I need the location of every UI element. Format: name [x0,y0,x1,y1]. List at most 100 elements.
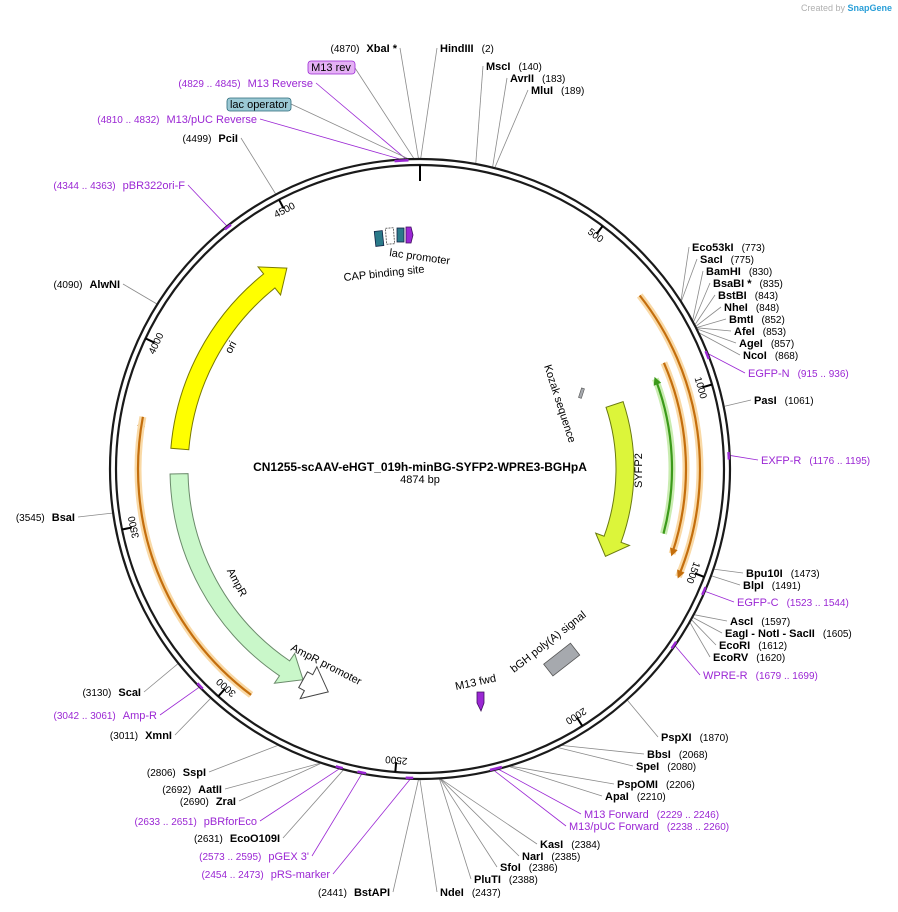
enzyme-label-spei: SpeI [636,761,659,773]
m13-fwd-label: M13 fwd [454,673,497,693]
kozak-label: Kozak sequence [541,363,578,444]
enzyme-label-nari: NarI [522,851,543,863]
primer-position-pbr322ori-f: (4344 .. 4363) [53,181,115,192]
leader-line [691,619,717,646]
tick-mark [217,688,226,698]
leader-line [494,89,529,168]
m13-rev-feature-arrow [405,226,414,244]
leader-line [174,698,211,736]
primer-binding-mark [224,223,232,231]
enzyme-position-bpu10i: (1473) [791,569,820,580]
enzyme-label-ecori: EcoRI [719,640,750,652]
enzyme-position-ncoi: (868) [775,351,798,362]
primer-position-amp-r: (3042 .. 3061) [54,711,116,722]
enzyme-position-nhei: (848) [756,303,779,314]
enzyme-label-asci: AscI [730,616,753,628]
leader-line [680,246,690,301]
tick-mark [595,225,604,235]
primer-position-egfp-n: (915 .. 936) [798,369,849,380]
ampr-label: AmpR [224,566,249,599]
leader-line [354,67,414,159]
enzyme-position-afei: (853) [763,327,786,338]
enzyme-label-pcii: PciI [218,133,238,145]
tick-label: 3500 [127,515,142,539]
enzyme-label-blpi: BlpI [743,580,764,592]
enzyme-position-pspxi: (1870) [700,733,729,744]
enzyme-position-apai: (2210) [637,792,666,803]
backbone-outer-strand [108,157,732,781]
tick-mark [702,383,713,389]
enzyme-label-pspomi: PspOMI [617,779,658,791]
leader-line [693,617,723,634]
enzyme-label-bbsi: BbsI [647,749,671,761]
ori-feature-arrow [170,266,288,451]
leader-line [259,768,339,822]
orf-arrowhead [677,569,685,579]
enzyme-label-pspxi: PspXI [661,732,692,744]
primer-label-prs-marker: pRS-marker [271,869,331,881]
leader-line [694,294,716,325]
lac-operator-box [396,227,405,243]
primer-position-wpre-r: (1679 .. 1699) [756,671,818,682]
primer-position-egfp-c: (1523 .. 1544) [787,598,849,609]
enzyme-position-blpi: (1491) [772,581,801,592]
tick-label: 2000 [563,705,588,726]
enzyme-label-ncoi: NcoI [743,350,767,362]
tick-mark [694,572,705,578]
enzyme-position-pspomi: (2206) [666,780,695,791]
m13-rev-label-box [307,60,356,75]
enzyme-position-bstapi: (2441) [318,888,347,899]
leader-line [122,283,157,305]
enzyme-label-bsai: BsaI [52,512,75,524]
primer-label-lac-operator: lac operator [230,99,288,111]
enzyme-label-bpu10i: Bpu10I [746,568,783,580]
primer-label-egfp-c: EGFP-C [737,597,779,609]
tick-mark [145,337,155,344]
plasmid-size: 4874 bp [400,474,440,486]
enzyme-label-hindiii: HindIII [440,43,474,55]
enzyme-label-alwni: AlwNI [89,279,120,291]
enzyme-label-eagi-noti-sacii: EagI - NotI - SacII [725,628,815,640]
snapgene-credit: Created by SnapGene [801,3,892,13]
leader-line [697,327,732,332]
enzyme-position-bsabi: (835) [760,279,783,290]
leader-line [419,779,438,893]
ori-label: ori [223,339,239,355]
leader-line [440,779,520,857]
primer-label-egfp-n: EGFP-N [748,368,790,380]
enzyme-position-aatii: (2692) [162,785,191,796]
leader-line [492,77,508,167]
primer-marks [196,158,731,780]
enzyme-label-pluti: PluTI [474,874,501,886]
leader-line [441,778,538,845]
orf-arrowhead [670,547,678,557]
primer-position-pbrforeco: (2633 .. 2651) [135,817,197,828]
enzyme-position-pcii: (4499) [183,134,212,145]
ampr-promoter-label: AmpR promoter [289,642,364,688]
enzyme-position-bsai: (3545) [16,513,45,524]
primer-label-wpre-r: WPRE-R [703,670,748,682]
leader-line [399,47,419,159]
leader-line [77,512,113,518]
leader-line [499,769,582,815]
primer-label-amp-r: Amp-R [123,710,157,722]
enzyme-position-hindiii: (2) [482,44,494,55]
enzyme-position-xmni: (3011) [110,731,138,742]
leader-line [311,774,362,857]
enzyme-label-bstbi: BstBI [718,290,747,302]
primer-position-m13-puc-reverse: (4810 .. 4832) [97,115,159,126]
enzyme-label-apai: ApaI [605,791,629,803]
tick-mark [278,199,285,209]
enzyme-position-alwni: (4090) [54,280,83,291]
primer-position-m13-reverse: (4829 .. 4845) [178,79,240,90]
leader-line [224,762,320,790]
enzyme-label-sfoi: SfoI [500,862,521,874]
primer-binding-mark [489,765,503,772]
enzyme-label-afei: AfeI [734,326,755,338]
leader-line [730,455,759,461]
leader-line [439,779,472,880]
enzyme-position-bbsi: (2068) [679,750,708,761]
enzyme-position-ndei: (2437) [472,888,501,899]
orf-arc-middle [662,362,688,555]
